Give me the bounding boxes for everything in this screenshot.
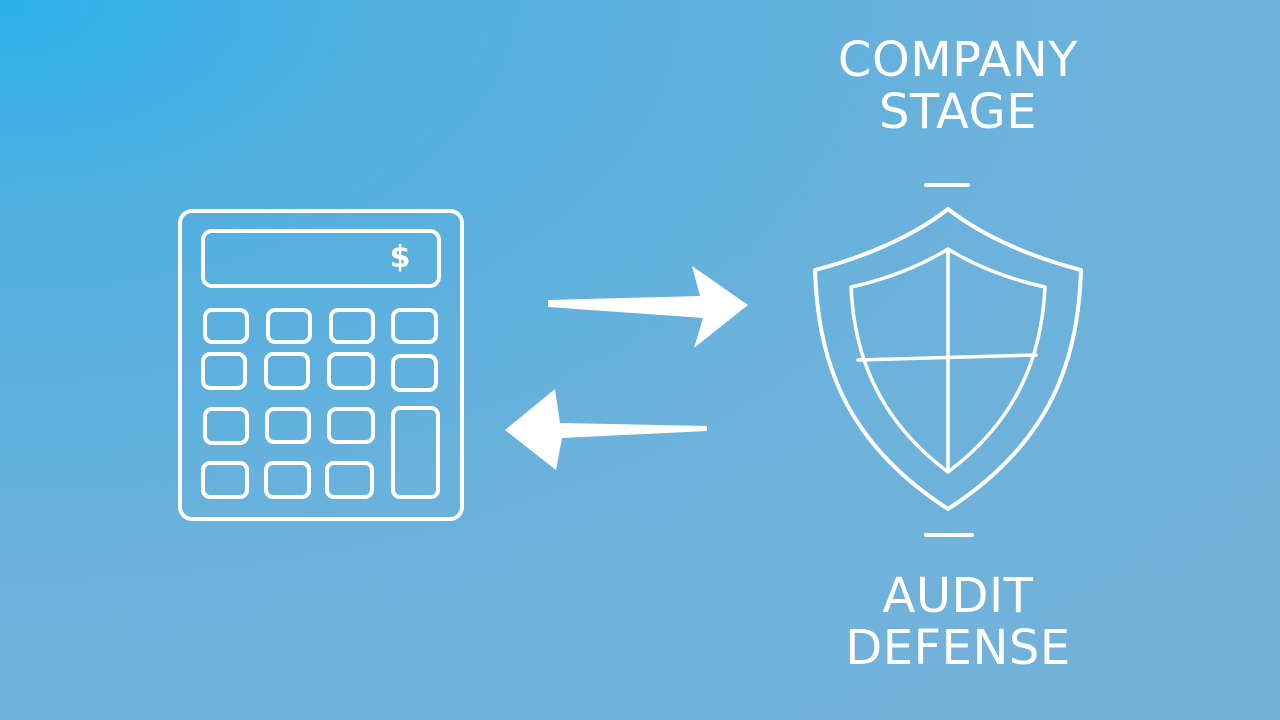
audit-defense-line2: DEFENSE <box>845 620 1071 676</box>
company-stage-line1: COMPANY <box>837 32 1079 88</box>
company-stage-line2: STAGE <box>878 84 1038 140</box>
arrow-right-icon <box>548 266 748 348</box>
audit-defense-line1: AUDIT <box>882 568 1034 624</box>
calculator-icon: $ <box>178 209 464 521</box>
company-stage-label: COMPANY STAGE <box>758 34 1158 138</box>
calculator-display-symbol: $ <box>390 240 411 275</box>
audit-defense-label: AUDIT DEFENSE <box>758 570 1158 674</box>
shield-icon <box>813 183 1083 537</box>
arrow-left-icon <box>505 389 707 470</box>
